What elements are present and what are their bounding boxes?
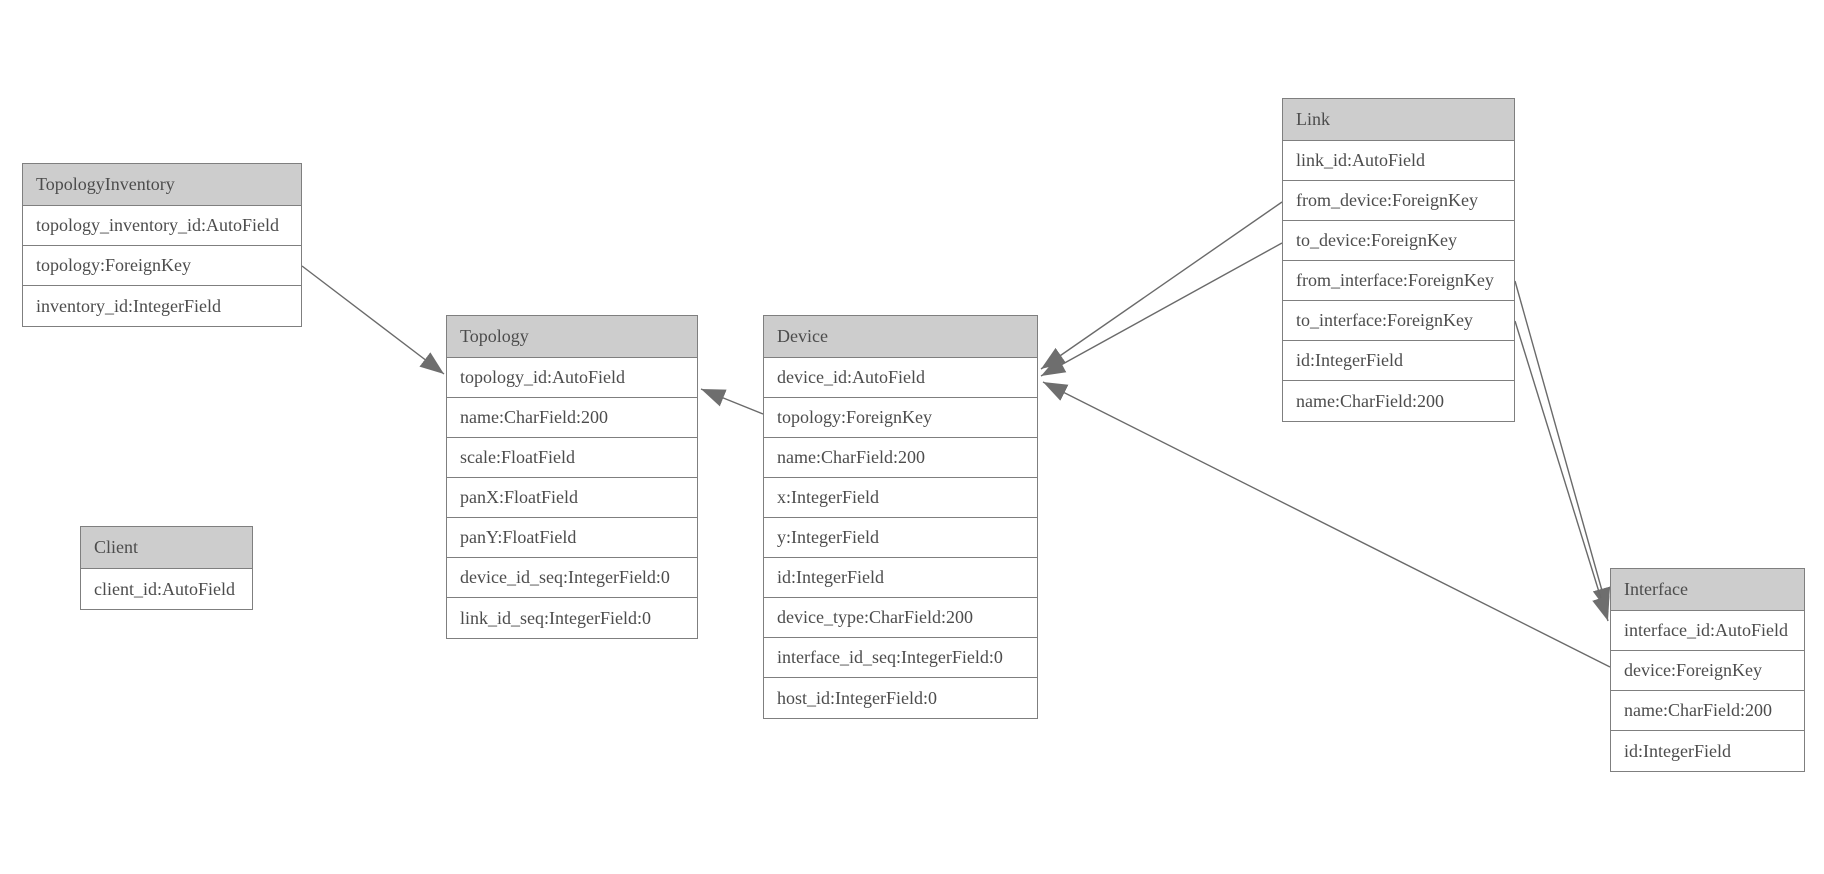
entity-field-x: x:IntegerField xyxy=(764,478,1037,518)
entity-title-client: Client xyxy=(81,527,252,569)
entity-title-topology: Topology xyxy=(447,316,697,358)
entity-field-device-id-seq: device_id_seq:IntegerField:0 xyxy=(447,558,697,598)
entity-field-device-type: device_type:CharField:200 xyxy=(764,598,1037,638)
entity-field-name: name:CharField:200 xyxy=(1283,381,1514,421)
relation-link-from-interface-to-interface-interface-id xyxy=(1514,280,1611,613)
entity-field-topology: topology:ForeignKey xyxy=(764,398,1037,438)
entity-field-device: device:ForeignKey xyxy=(1611,651,1804,691)
entity-field-to-interface: to_interface:ForeignKey xyxy=(1283,301,1514,341)
entity-field-id: id:IntegerField xyxy=(1611,731,1804,771)
entity-field-topology-inventory-id: topology_inventory_id:AutoField xyxy=(23,206,301,246)
entity-field-name: name:CharField:200 xyxy=(447,398,697,438)
entity-title-device: Device xyxy=(764,316,1037,358)
entity-field-link-id-seq: link_id_seq:IntegerField:0 xyxy=(447,598,697,638)
entity-field-interface-id: interface_id:AutoField xyxy=(1611,611,1804,651)
entity-field-topology-id: topology_id:AutoField xyxy=(447,358,697,398)
entity-field-from-device: from_device:ForeignKey xyxy=(1283,181,1514,221)
relation-link-to-interface-to-interface-interface-id xyxy=(1514,320,1610,622)
relation-interface-device-to-device-device-id xyxy=(1042,381,1611,668)
entity-field-from-interface: from_interface:ForeignKey xyxy=(1283,261,1514,301)
entity-field-panx: panX:FloatField xyxy=(447,478,697,518)
entity-field-scale: scale:FloatField xyxy=(447,438,697,478)
relation-link-to-device-to-device-device-id xyxy=(1040,242,1283,377)
entity-title-topologyinventory: TopologyInventory xyxy=(23,164,301,206)
entity-field-name: name:CharField:200 xyxy=(764,438,1037,478)
entity-field-name: name:CharField:200 xyxy=(1611,691,1804,731)
entity-field-interface-id-seq: interface_id_seq:IntegerField:0 xyxy=(764,638,1037,678)
entity-field-host-id: host_id:IntegerField:0 xyxy=(764,678,1037,718)
entity-field-to-device: to_device:ForeignKey xyxy=(1283,221,1514,261)
entity-field-id: id:IntegerField xyxy=(1283,341,1514,381)
entity-title-link: Link xyxy=(1283,99,1514,141)
entity-field-id: id:IntegerField xyxy=(764,558,1037,598)
entity-field-pany: panY:FloatField xyxy=(447,518,697,558)
entity-field-y: y:IntegerField xyxy=(764,518,1037,558)
entity-title-interface: Interface xyxy=(1611,569,1804,611)
entity-field-client-id: client_id:AutoField xyxy=(81,569,252,609)
entity-field-device-id: device_id:AutoField xyxy=(764,358,1037,398)
relation-topologyinventory-topology-to-topology-topology-id xyxy=(301,265,445,375)
relation-device-topology-to-topology-topology-id xyxy=(700,388,764,415)
entity-field-link-id: link_id:AutoField xyxy=(1283,141,1514,181)
entity-field-inventory-id: inventory_id:IntegerField xyxy=(23,286,301,326)
relation-link-from-device-to-device-device-id xyxy=(1040,201,1283,370)
entity-field-topology: topology:ForeignKey xyxy=(23,246,301,286)
